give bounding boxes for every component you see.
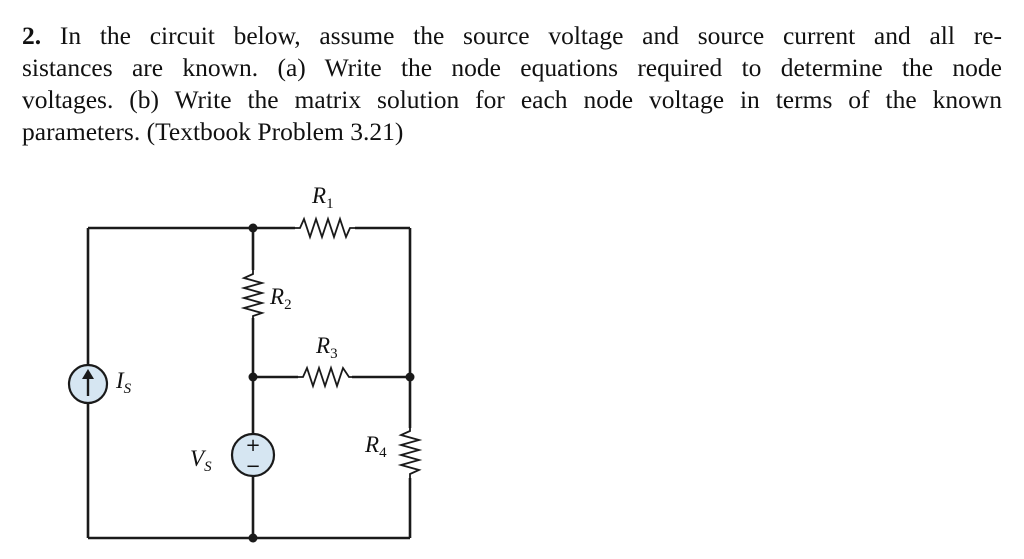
resistor-r1-icon [295,216,355,240]
label-r1: R1 [311,183,334,212]
vs-minus-sign: − [245,456,260,477]
problem-line-2: sistances are known. (a) Write the node … [22,53,1002,82]
circuit-wires [86,226,412,540]
problem-line-1: 2. In the circuit below, assume the sour… [22,20,1002,52]
node-right [405,372,415,382]
problem-line-1-text: In the circuit below, assume the source … [41,21,1002,50]
node-middle [248,372,258,382]
label-r3: R3 [315,333,338,362]
label-vs: VS [190,446,212,475]
label-r4: R4 [364,432,387,461]
resistor-r2-icon [240,270,266,318]
problem-number: 2. [22,21,42,50]
node-bottom [248,533,258,543]
problem-line-3: voltages. (b) Write the matrix solution … [22,85,1002,114]
resistor-r4-icon [397,428,423,478]
node-top [248,223,258,233]
vs-plus-sign: + [245,435,260,456]
current-source-icon [67,363,109,405]
label-r2: R2 [269,284,292,313]
label-is: IS [115,368,132,397]
problem-line-4: parameters. (Textbook Problem 3.21) [22,117,404,146]
problem-statement: 2. In the circuit below, assume the sour… [22,20,1002,148]
circuit-nodes [248,223,415,543]
voltage-source-icon: + − [230,432,276,478]
resistor-r3-icon [298,365,352,389]
